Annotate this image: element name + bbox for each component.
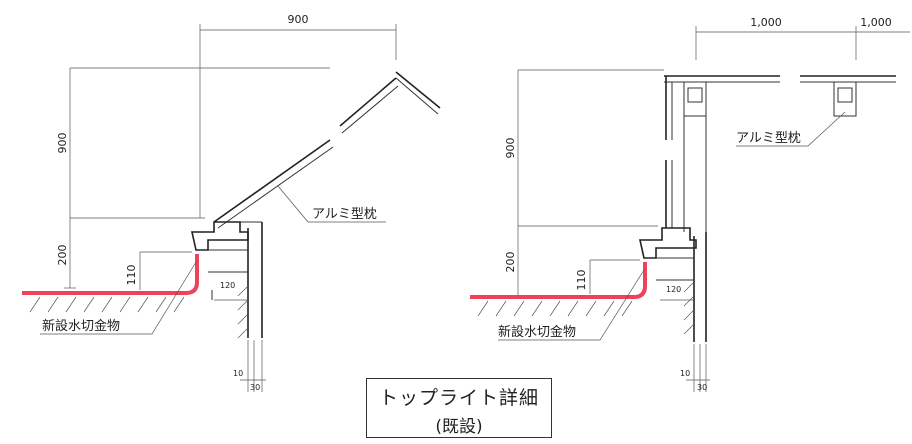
right-dim-top: 1,000 1,000: [695, 16, 910, 60]
right-dim-110-label: 110: [575, 270, 588, 291]
right-dim-120-label: 120: [666, 285, 681, 294]
right-dim-vertical: 900 200: [504, 69, 664, 297]
left-curb-wall: [191, 221, 263, 339]
right-top-beam: [664, 75, 896, 117]
left-dim-900-horizontal: 900: [199, 13, 397, 218]
left-dim-900-label: 900: [288, 13, 309, 26]
right-leaders: アルミ型枕 新設水切金物: [498, 111, 846, 341]
right-new-flashing: [470, 262, 647, 299]
right-curb-wall: [639, 227, 707, 342]
right-label-aluminum: アルミ型枕: [736, 131, 801, 146]
right-dim-110: 110: [575, 259, 640, 294]
left-detail: 900 900 200 110: [22, 13, 441, 392]
left-dim-30-label: 30: [250, 383, 260, 392]
left-dim-120-label: 120: [220, 281, 235, 290]
right-vertical-glazing: [665, 76, 707, 232]
left-dim-10-label: 10: [233, 369, 243, 378]
right-dim-900v-label: 900: [504, 138, 517, 159]
left-label-aluminum: アルミ型枕: [312, 207, 377, 222]
right-dim-10-label: 10: [680, 369, 690, 378]
left-ground-hatch: [29, 296, 185, 313]
left-new-flashing: [22, 254, 199, 295]
caption-title: トップライト詳細: [378, 387, 539, 409]
right-detail: 1,000 1,000 900 200: [470, 16, 910, 392]
left-dim-200v-label: 200: [56, 245, 69, 266]
left-dim-vertical: 900 200: [56, 67, 330, 289]
left-dim-110-label: 110: [125, 265, 138, 286]
left-dim-900v-label: 900: [56, 133, 69, 154]
left-leaders: アルミ型枕 新設水切金物: [40, 185, 386, 335]
right-dim-bottom: 10 30: [680, 344, 710, 392]
caption-subtitle: (既設): [435, 417, 483, 437]
right-dim-200v-label: 200: [504, 252, 517, 273]
right-label-flashing: 新設水切金物: [498, 324, 576, 340]
left-dim-bottom: 10 30: [233, 340, 266, 392]
right-dim-1000-left-label: 1,000: [750, 16, 782, 29]
caption-box: トップライト詳細 (既設): [366, 378, 552, 438]
right-ground-hatch: [477, 300, 633, 317]
right-dim-30-label: 30: [697, 383, 707, 392]
left-dim-110: 110: [125, 251, 192, 290]
left-label-flashing: 新設水切金物: [42, 318, 120, 334]
right-dim-1000-right-label: 1,000: [860, 16, 892, 29]
left-sloped-roof: [213, 71, 441, 229]
